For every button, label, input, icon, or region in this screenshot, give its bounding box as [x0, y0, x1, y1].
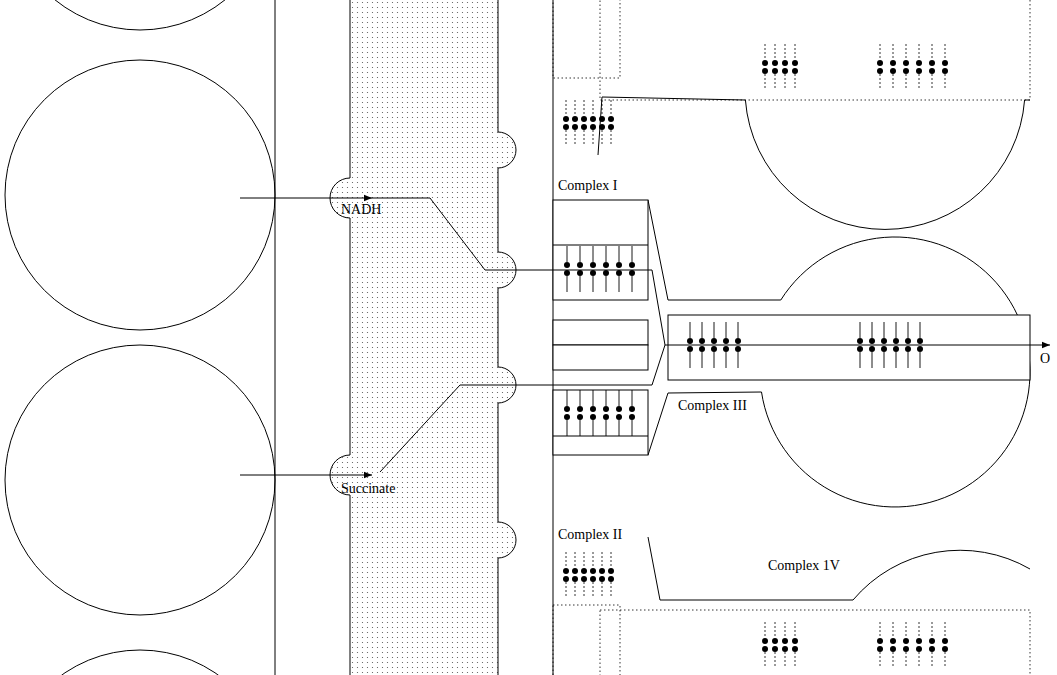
upper-complex-outline [598, 97, 1030, 229]
dotted-rect [600, 0, 1030, 100]
part-label: O [1040, 351, 1050, 367]
lower-complex-outline [648, 537, 1030, 600]
lipid [792, 622, 798, 668]
circle [5, 60, 275, 330]
lipid [903, 622, 909, 668]
lipid [903, 44, 909, 90]
lipid [877, 622, 883, 668]
lipid [916, 622, 922, 668]
lipid [916, 44, 922, 90]
circle [5, 0, 275, 30]
dotted-rect [553, 605, 620, 675]
circle [5, 345, 275, 615]
lipid [577, 246, 583, 292]
circle [5, 650, 275, 675]
lipid [782, 44, 788, 90]
complex-outlines [598, 97, 1030, 600]
lipid [581, 552, 587, 598]
box-line [553, 245, 648, 246]
lipid [608, 100, 614, 146]
lipid [877, 44, 883, 90]
lipid [762, 622, 768, 668]
lipid [792, 44, 798, 90]
lipid [572, 552, 578, 598]
electron-paths [240, 198, 1050, 475]
lipid [629, 390, 635, 436]
complex-two-box [553, 390, 648, 455]
lipid [616, 246, 622, 292]
lipid [890, 622, 896, 668]
electron-path [372, 198, 665, 345]
lipid [929, 622, 935, 668]
stippled-band [330, 0, 516, 675]
lipid [599, 100, 605, 146]
lipid [782, 622, 788, 668]
complex-band [668, 315, 1030, 380]
lipid [590, 100, 596, 146]
part-label: Succinate [341, 481, 395, 497]
lipid-group [564, 246, 923, 436]
membrane-boxes [553, 200, 648, 455]
lipid [616, 390, 622, 436]
lipid [590, 552, 596, 598]
entry-arrow [240, 198, 372, 199]
lipid [942, 622, 948, 668]
complex-one-box [553, 200, 648, 300]
lipid [772, 622, 778, 668]
lipid-group-faint [563, 44, 948, 668]
lipid [590, 246, 596, 292]
lipid [563, 552, 569, 598]
dotted-rect [600, 610, 1030, 675]
lipid [599, 552, 605, 598]
lipid [942, 44, 948, 90]
part-label: Complex III [678, 398, 747, 414]
dotted-rect [553, 0, 620, 78]
lipid [563, 100, 569, 146]
lipid [564, 246, 570, 292]
lipid [608, 552, 614, 598]
complex-four-outline [648, 200, 1030, 507]
lipid [564, 390, 570, 436]
membrane-line [275, 0, 276, 675]
entry-arrow [240, 475, 372, 476]
part-label: Complex II [558, 527, 622, 543]
dotted-region [553, 0, 1030, 675]
lipid [603, 390, 609, 436]
cristae-circles [5, 0, 275, 675]
box [553, 345, 648, 370]
lipid [772, 44, 778, 90]
lipid [590, 390, 596, 436]
exit-arrow [665, 345, 1050, 346]
lipid [581, 100, 587, 146]
lipid [762, 44, 768, 90]
lipid [603, 246, 609, 292]
box [553, 320, 648, 345]
electron-path [380, 345, 665, 472]
lipid [890, 44, 896, 90]
lipid [929, 44, 935, 90]
lipid [629, 246, 635, 292]
part-label: Complex I [558, 178, 618, 194]
part-label: NADH [341, 202, 381, 218]
lipid [572, 100, 578, 146]
part-label: Complex 1V [768, 558, 840, 574]
lipid [577, 390, 583, 436]
